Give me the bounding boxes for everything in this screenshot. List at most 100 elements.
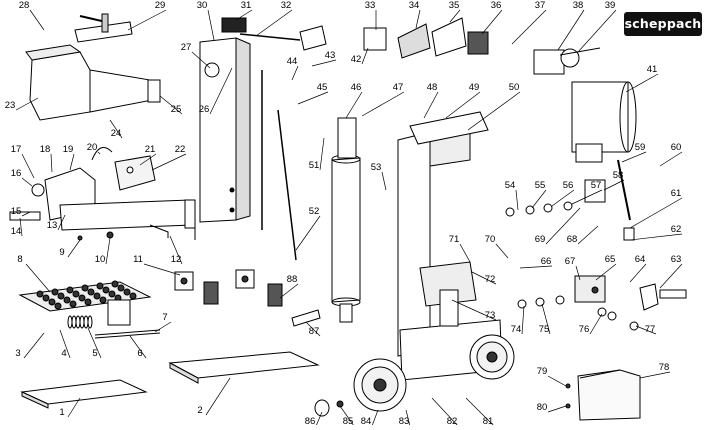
part-label-25: 25 xyxy=(171,104,182,115)
leader-line-79 xyxy=(547,375,567,387)
leader-line-27 xyxy=(191,51,211,69)
leader-line-61 xyxy=(629,197,683,229)
part-label-2: 2 xyxy=(197,405,202,416)
knob-15 xyxy=(31,183,45,197)
part-label-48: 48 xyxy=(427,82,438,93)
washer xyxy=(607,311,617,321)
leader-line-39 xyxy=(577,9,617,53)
grate-hole xyxy=(111,280,119,288)
leader-line-46 xyxy=(345,91,363,119)
part-label-8: 8 xyxy=(17,254,22,265)
washer xyxy=(535,297,545,307)
part-label-74: 74 xyxy=(511,324,522,335)
clamp-25 xyxy=(147,79,161,103)
leader-line-80 xyxy=(547,405,567,413)
part-label-88: 88 xyxy=(287,274,298,285)
bracket-21 xyxy=(114,155,156,191)
leader-line-9 xyxy=(67,239,81,258)
leader-line-23 xyxy=(15,97,39,111)
leader-line-4 xyxy=(59,329,71,359)
end-cap xyxy=(184,199,196,229)
leader-line-20 xyxy=(97,151,101,155)
grid-34 xyxy=(397,23,431,59)
leader-line-31 xyxy=(235,9,253,21)
part-label-3: 3 xyxy=(15,348,20,359)
grate-hole xyxy=(42,294,50,302)
leader-line-62 xyxy=(629,233,683,241)
part-label-28: 28 xyxy=(19,0,30,11)
rod-26 xyxy=(239,33,301,41)
washer xyxy=(563,201,573,211)
part-label-1: 1 xyxy=(59,407,64,418)
part-label-32: 32 xyxy=(281,0,292,11)
grate-hole xyxy=(102,286,110,294)
leader-line-49 xyxy=(445,91,481,119)
box-78-edge xyxy=(579,369,621,379)
grate-hole xyxy=(84,298,92,306)
part-label-45: 45 xyxy=(317,82,328,93)
leader-line-16 xyxy=(21,177,33,187)
part-label-17: 17 xyxy=(11,144,22,155)
switch-38 xyxy=(533,49,565,75)
leader-line-37 xyxy=(511,9,547,45)
nut-85 xyxy=(336,400,344,408)
leader-line-69 xyxy=(545,207,581,245)
hole xyxy=(229,207,235,213)
part-label-35: 35 xyxy=(449,0,460,11)
leader-line-15 xyxy=(21,211,31,217)
part-label-27: 27 xyxy=(181,42,192,53)
leader-line-25 xyxy=(159,95,183,115)
washer xyxy=(505,207,515,217)
leader-line-13 xyxy=(57,214,66,231)
leader-line-22 xyxy=(151,153,187,171)
part-label-36: 36 xyxy=(491,0,502,11)
part-label-54: 54 xyxy=(505,180,516,191)
blade-36 xyxy=(467,31,489,55)
part-label-44: 44 xyxy=(287,56,298,67)
part-label-75: 75 xyxy=(539,324,550,335)
washer-9 xyxy=(77,235,83,241)
grate-hole xyxy=(69,300,77,308)
valve-port xyxy=(591,286,599,294)
leader-line-45 xyxy=(297,91,329,105)
part-label-52: 52 xyxy=(309,206,320,217)
leader-line-84 xyxy=(371,409,379,427)
leader-line-6 xyxy=(129,335,147,359)
leader-line-86 xyxy=(315,411,323,427)
leader-line-53 xyxy=(381,171,387,191)
part-label-34: 34 xyxy=(409,0,420,11)
leader-line-67 xyxy=(575,265,581,281)
wheel-84-hub xyxy=(373,378,387,392)
leader-line-68 xyxy=(577,225,599,245)
part-label-63: 63 xyxy=(671,254,682,265)
cylinder-rod xyxy=(339,303,353,323)
grate-hole xyxy=(81,284,89,292)
part-label-60: 60 xyxy=(671,142,682,153)
grate-hole xyxy=(87,288,95,296)
part-label-42: 42 xyxy=(351,54,362,65)
leader-line-2 xyxy=(205,377,231,416)
part-label-65: 65 xyxy=(605,254,616,265)
spring-coil xyxy=(83,315,89,329)
leader-line-17 xyxy=(21,153,35,179)
part-label-38: 38 xyxy=(573,0,584,11)
leader-line-55 xyxy=(531,189,547,209)
spring-coil xyxy=(75,315,81,329)
part-label-33: 33 xyxy=(365,0,376,11)
part-label-68: 68 xyxy=(567,234,578,245)
leader-line-52 xyxy=(295,215,321,251)
leader-line-11 xyxy=(143,263,181,276)
leader-line-8 xyxy=(25,263,51,293)
leader-line-66 xyxy=(519,265,553,269)
cylinder-mount xyxy=(337,117,357,159)
part-label-80: 80 xyxy=(537,402,548,413)
wedge-piece xyxy=(439,289,459,327)
part-label-20: 20 xyxy=(87,142,98,153)
leader-line-85 xyxy=(339,405,355,427)
spring-coil xyxy=(87,315,93,329)
leader-line-48 xyxy=(423,91,439,119)
leader-line-38 xyxy=(557,9,585,51)
leader-line-50 xyxy=(467,91,521,131)
leader-line-63 xyxy=(659,263,683,289)
